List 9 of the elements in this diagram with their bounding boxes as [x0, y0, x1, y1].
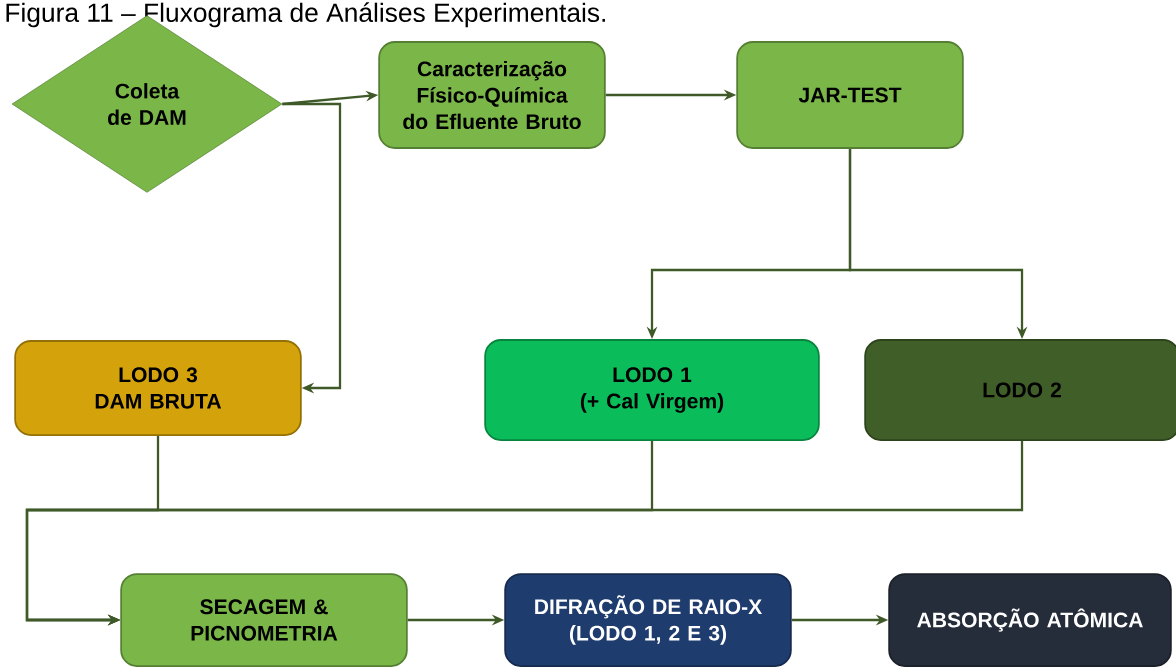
- process-box: JAR-TEST: [736, 41, 964, 149]
- process-box: Caracterização Físico-Química do Efluente Bruto: [378, 41, 606, 149]
- process-box: LODO 3 DAM BRUTA: [14, 340, 302, 436]
- process-box: LODO 1 (+ Cal Virgem): [484, 339, 820, 441]
- process-box: SECAGEM & PICNOMETRIA: [120, 573, 408, 667]
- process-box: DIFRAÇÃO DE RAIO-X (LODO 1, 2 E 3): [504, 573, 792, 667]
- process-box: ABSORÇÃO ATÔMICA: [888, 573, 1172, 667]
- arrow: [282, 102, 342, 394]
- process-box: LODO 2: [864, 339, 1176, 441]
